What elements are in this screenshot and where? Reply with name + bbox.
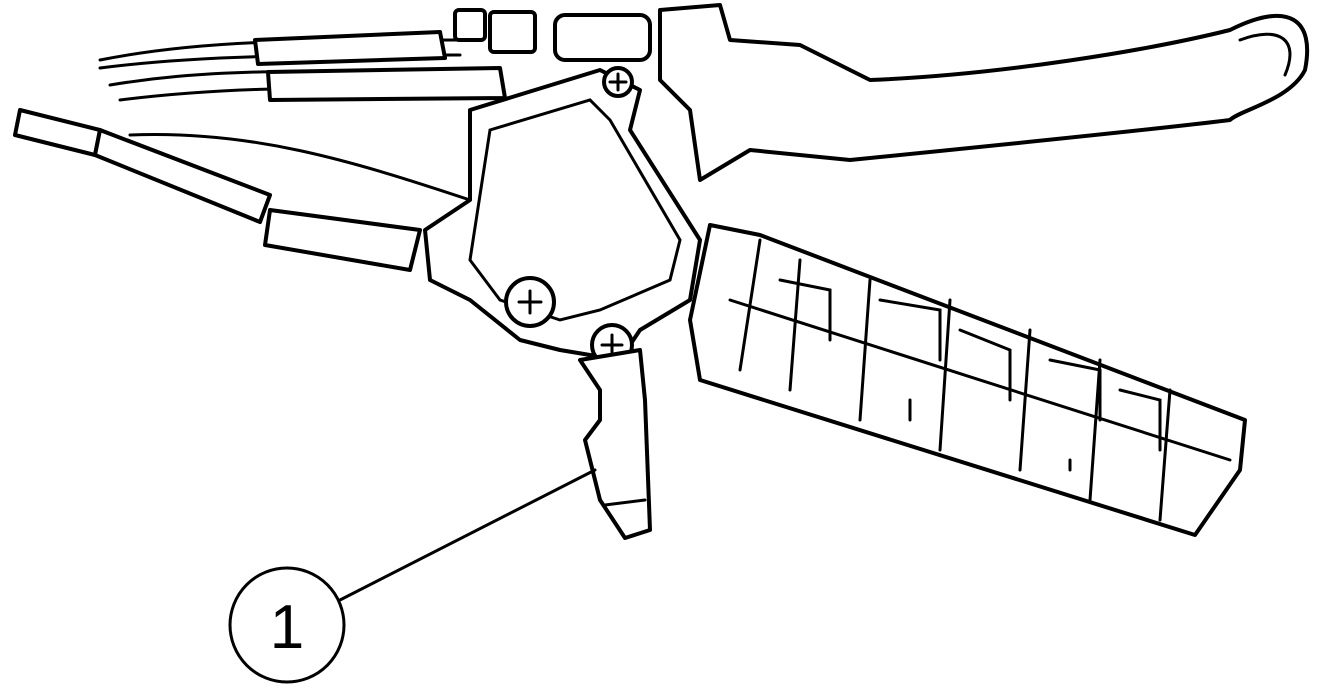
part-1-switch: [578, 348, 652, 540]
leader-line: [338, 468, 597, 602]
handlebar-grip: [688, 223, 1247, 537]
cables: [13, 8, 652, 272]
callout-circle: [228, 566, 346, 684]
callout-number-1: 1: [270, 593, 304, 662]
lever-housing: [423, 66, 702, 367]
brake-lever: [658, 3, 1310, 182]
